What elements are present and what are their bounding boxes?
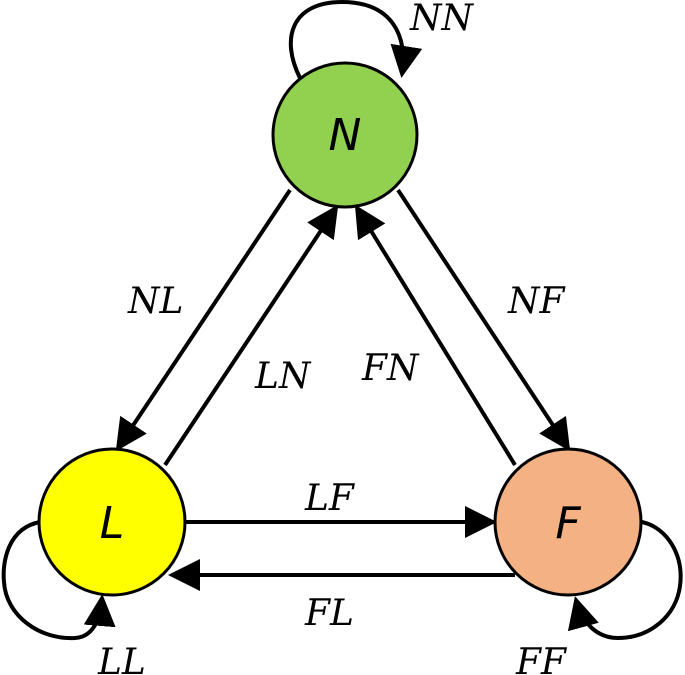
edge-nn-loop — [288, 0, 423, 79]
edge-nf-label: NF — [507, 281, 567, 322]
node-f: F — [493, 447, 643, 597]
edge-fl-label: FL — [304, 593, 354, 634]
edge-ll-label: LL — [97, 642, 146, 675]
edge-lf-label: LF — [304, 478, 356, 519]
edge-ff-label: FF — [515, 642, 568, 675]
edge-ll-loop — [1, 520, 116, 641]
edge-nl-arrow — [115, 188, 292, 452]
edge-fn-arrow — [354, 204, 517, 467]
edge-ff-loop — [567, 520, 683, 641]
edge-ln-arrow — [163, 204, 339, 467]
node-l-circle — [37, 447, 187, 597]
edge-nf-arrow — [396, 188, 571, 452]
node-f-label: F — [555, 498, 581, 549]
edge-ln-label: LN — [254, 356, 312, 397]
node-f-circle — [493, 447, 643, 597]
node-l: L — [37, 447, 187, 597]
node-l-label: L — [100, 498, 125, 549]
edge-fn-label: FN — [361, 348, 420, 389]
node-n-label: N — [329, 110, 362, 161]
edge-nn-label: NN — [409, 0, 475, 39]
node-n: N — [271, 61, 419, 209]
edge-nl-label: NL — [127, 281, 183, 322]
node-n-circle — [271, 61, 419, 209]
